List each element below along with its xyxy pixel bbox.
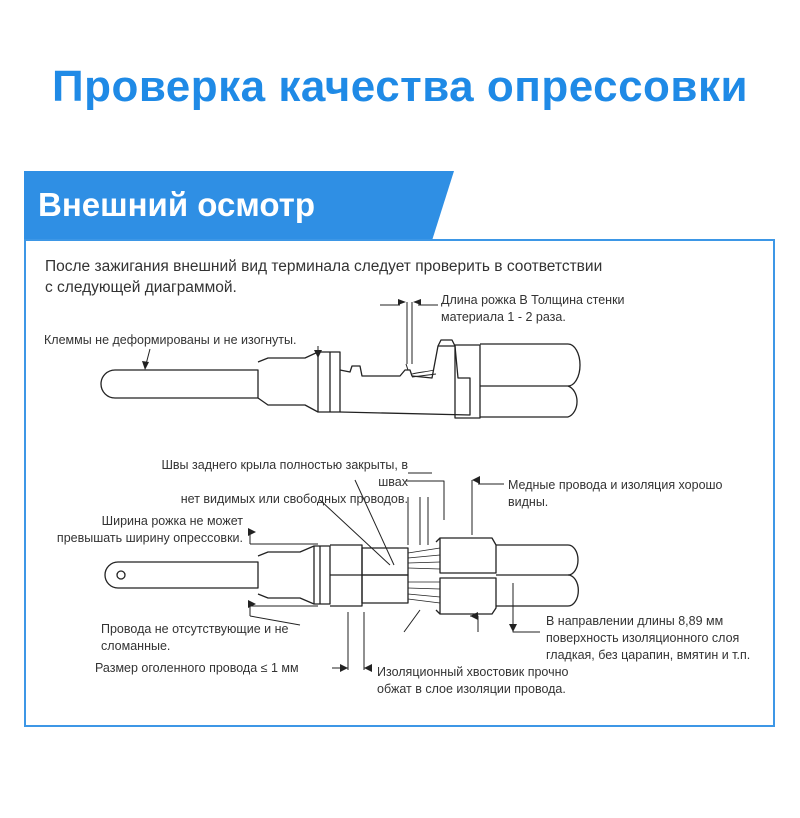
side-view-terminal bbox=[100, 339, 581, 419]
label-copper-visible-line-1: Медные провода и изоляция хорошо bbox=[508, 478, 723, 492]
label-wires-intact: Провода не отсутствующие и не сломанные. bbox=[101, 621, 288, 655]
label-insulation-surface-line-2: поверхность изоляционного слоя bbox=[546, 631, 740, 645]
label-seams-line-2: нет видимых или свободных проводов. bbox=[180, 492, 408, 506]
label-barrel-width-line-1: Ширина рожка не может bbox=[101, 514, 243, 528]
label-copper-visible: Медные провода и изоляция хорошо видны. bbox=[508, 477, 723, 511]
label-terminals-not-deformed: Клеммы не деформированы и не изогнуты. bbox=[44, 333, 297, 347]
page-title: Проверка качества опрессовки bbox=[51, 62, 749, 111]
intro-line-1: После зажигания внешний вид терминала сл… bbox=[45, 258, 603, 275]
label-barrel-width-line-2: превышать ширину опрессовки. bbox=[56, 531, 243, 545]
label-insulation-surface-line-3: гладкая, без царапин, вмятин и т.п. bbox=[546, 648, 751, 662]
label-barrel-length-line-1: Длина рожка В Толщина стенки bbox=[441, 293, 625, 307]
label-barrel-length: Длина рожка В Толщина стенки материала 1… bbox=[441, 292, 625, 326]
intro-line-2: с следующей диаграммой. bbox=[45, 279, 237, 296]
label-seams: Швы заднего крыла полностью закрыты, в ш… bbox=[140, 457, 408, 508]
label-insulation-tail-line-1: Изоляционный хвостовик прочно bbox=[377, 665, 569, 679]
label-insulation-tail: Изоляционный хвостовик прочно обжат в сл… bbox=[377, 664, 568, 698]
label-barrel-width: Ширина рожка не может превышать ширину о… bbox=[48, 513, 243, 547]
label-bare-wire: Размер оголенного провода ≤ 1 мм bbox=[95, 661, 299, 675]
label-wires-intact-line-1: Провода не отсутствующие и не bbox=[101, 622, 289, 636]
intro-text: После зажигания внешний вид терминала сл… bbox=[45, 256, 685, 298]
label-insulation-tail-line-2: обжат в слое изоляции провода. bbox=[377, 682, 566, 696]
label-insulation-surface: В направлении длины 8,89 мм поверхность … bbox=[546, 613, 750, 664]
label-copper-visible-line-2: видны. bbox=[508, 495, 549, 509]
section-banner bbox=[24, 171, 454, 239]
label-wires-intact-line-2: сломанные. bbox=[101, 639, 171, 653]
label-barrel-length-line-2: материала 1 - 2 раза. bbox=[441, 310, 566, 324]
content-frame bbox=[24, 239, 775, 727]
top-view-terminal bbox=[104, 537, 579, 615]
label-insulation-surface-line-1: В направлении длины 8,89 мм bbox=[546, 614, 724, 628]
label-seams-line-1: Швы заднего крыла полностью закрыты, в ш… bbox=[161, 458, 408, 489]
section-title: Внешний осмотр bbox=[38, 186, 316, 223]
